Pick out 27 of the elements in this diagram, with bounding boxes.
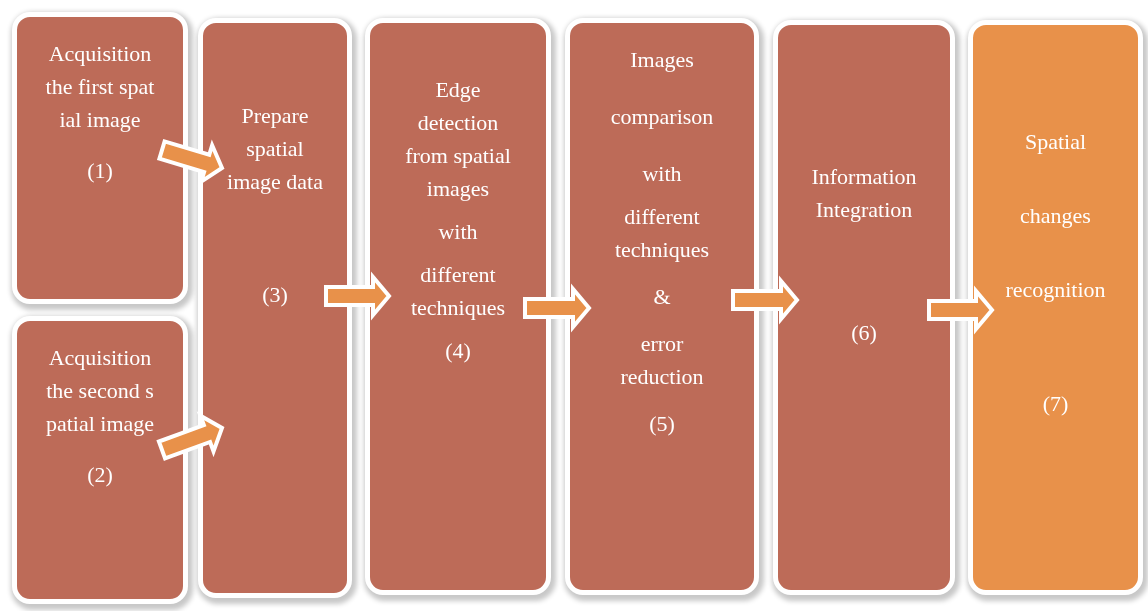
box-text: Information Integration — [810, 163, 918, 224]
box-text: recognition — [1004, 276, 1107, 304]
box-text: error reduction — [619, 330, 705, 391]
block-arrow — [731, 275, 800, 325]
box-text: Images — [629, 46, 695, 74]
box-text: changes — [1019, 202, 1092, 230]
block-arrow — [523, 283, 592, 333]
box-text: (7) — [1041, 390, 1070, 418]
box-text: Spatial — [1023, 128, 1088, 156]
box-text: comparison — [609, 103, 715, 131]
box-text: (1) — [86, 157, 114, 185]
box-text: Edge detection from spatial images — [404, 76, 512, 203]
block-arrow — [324, 271, 392, 321]
box-text: different techniques — [613, 203, 711, 264]
box-text: with — [437, 218, 479, 246]
box-text: (2) — [86, 461, 114, 489]
box-text: with — [641, 160, 683, 188]
box-text: (4) — [444, 337, 472, 365]
box-text: Prepare spatial image data — [227, 102, 323, 196]
box-text: (5) — [648, 410, 676, 438]
box-text: different techniques — [409, 261, 507, 322]
box-text: (3) — [261, 281, 289, 309]
box-text: Acquisition the first spatial image — [44, 40, 156, 134]
block-arrow — [927, 285, 995, 335]
box-text: & — [652, 283, 672, 311]
box-text: (6) — [850, 319, 878, 347]
box-text: Acquisition the second spatial image — [44, 344, 156, 438]
